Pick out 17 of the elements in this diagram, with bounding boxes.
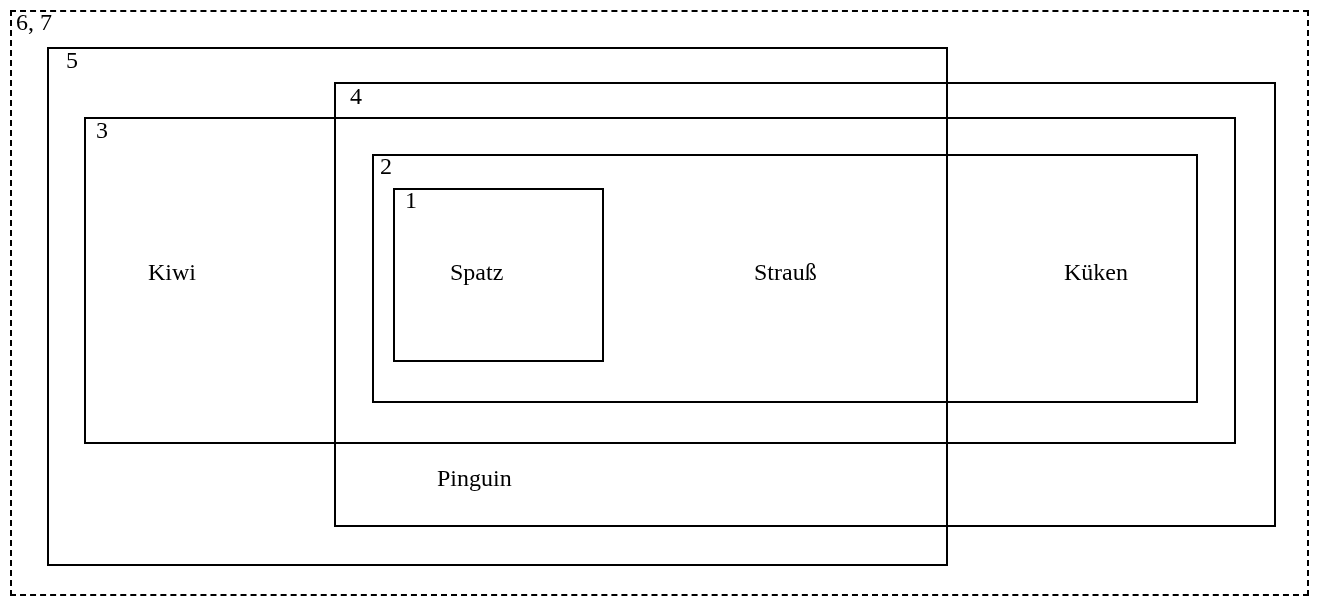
set-box <box>47 47 948 566</box>
set-box <box>393 188 604 362</box>
set-label: Spatz <box>450 258 504 286</box>
set-number: 2 <box>380 152 392 180</box>
region-label: Pinguin <box>437 464 512 492</box>
dashed-frame <box>10 10 1309 596</box>
set-box <box>84 117 1236 444</box>
set-number: 3 <box>96 116 108 144</box>
set-number: 1 <box>405 186 417 214</box>
region-label: Kiwi <box>148 258 196 286</box>
set-number: 4 <box>350 82 362 110</box>
set-box <box>334 82 1276 527</box>
set-number: 6, 7 <box>16 8 52 36</box>
set-box <box>372 154 1198 403</box>
set-number: 5 <box>66 46 78 74</box>
set-label: Strauß <box>754 258 817 286</box>
region-label: Küken <box>1064 258 1128 286</box>
